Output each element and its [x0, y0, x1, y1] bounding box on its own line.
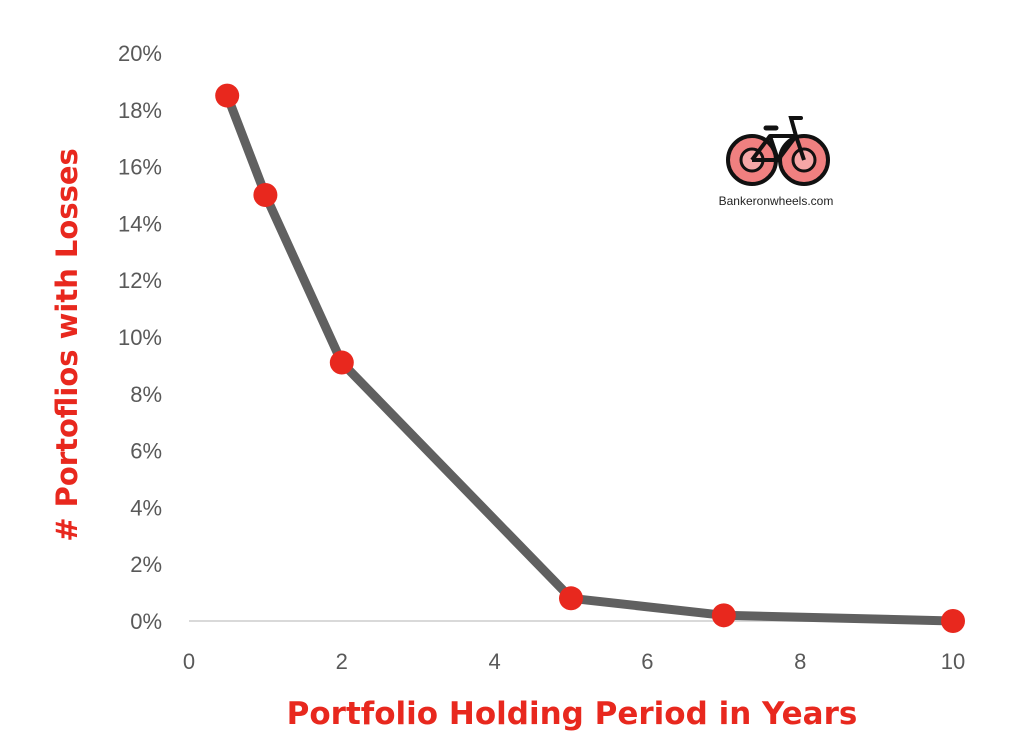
- data-point: [711, 603, 736, 628]
- x-tick-label: 4: [488, 649, 500, 674]
- bicycle-icon: [726, 116, 830, 186]
- y-tick-label: 12%: [118, 268, 162, 293]
- x-tick-label: 0: [183, 649, 195, 674]
- x-tick-label: 6: [641, 649, 653, 674]
- logo: Bankeronwheels.com: [719, 116, 834, 208]
- y-tick-label: 16%: [118, 155, 162, 180]
- series-line: [222, 91, 958, 626]
- y-tick-label: 20%: [118, 41, 162, 66]
- data-point: [559, 586, 583, 611]
- x-tick-label: 10: [941, 649, 965, 674]
- x-axis-ticks: 0 2 4 6 8 10: [183, 649, 965, 674]
- x-axis-title: Portfolio Holding Period in Years: [287, 696, 858, 732]
- data-point: [215, 83, 240, 108]
- y-tick-label: 10%: [118, 325, 162, 350]
- y-tick-label: 18%: [118, 98, 162, 123]
- y-axis-title: # Portoflios with Losses: [50, 148, 84, 542]
- y-tick-label: 14%: [118, 211, 162, 236]
- y-tick-label: 4%: [130, 495, 162, 520]
- y-tick-label: 6%: [130, 439, 162, 464]
- data-point: [941, 609, 965, 633]
- y-tick-label: 2%: [130, 552, 162, 577]
- data-points: [215, 83, 965, 633]
- y-axis-ticks: 0% 2% 4% 6% 8% 10% 12% 14% 16% 18% 20%: [118, 41, 162, 634]
- logo-text: Bankeronwheels.com: [719, 194, 834, 208]
- y-tick-label: 0%: [130, 609, 162, 634]
- data-point: [329, 350, 354, 375]
- y-tick-label: 8%: [130, 382, 162, 407]
- data-point: [253, 183, 278, 207]
- x-tick-label: 8: [794, 649, 806, 674]
- x-tick-label: 2: [336, 649, 348, 674]
